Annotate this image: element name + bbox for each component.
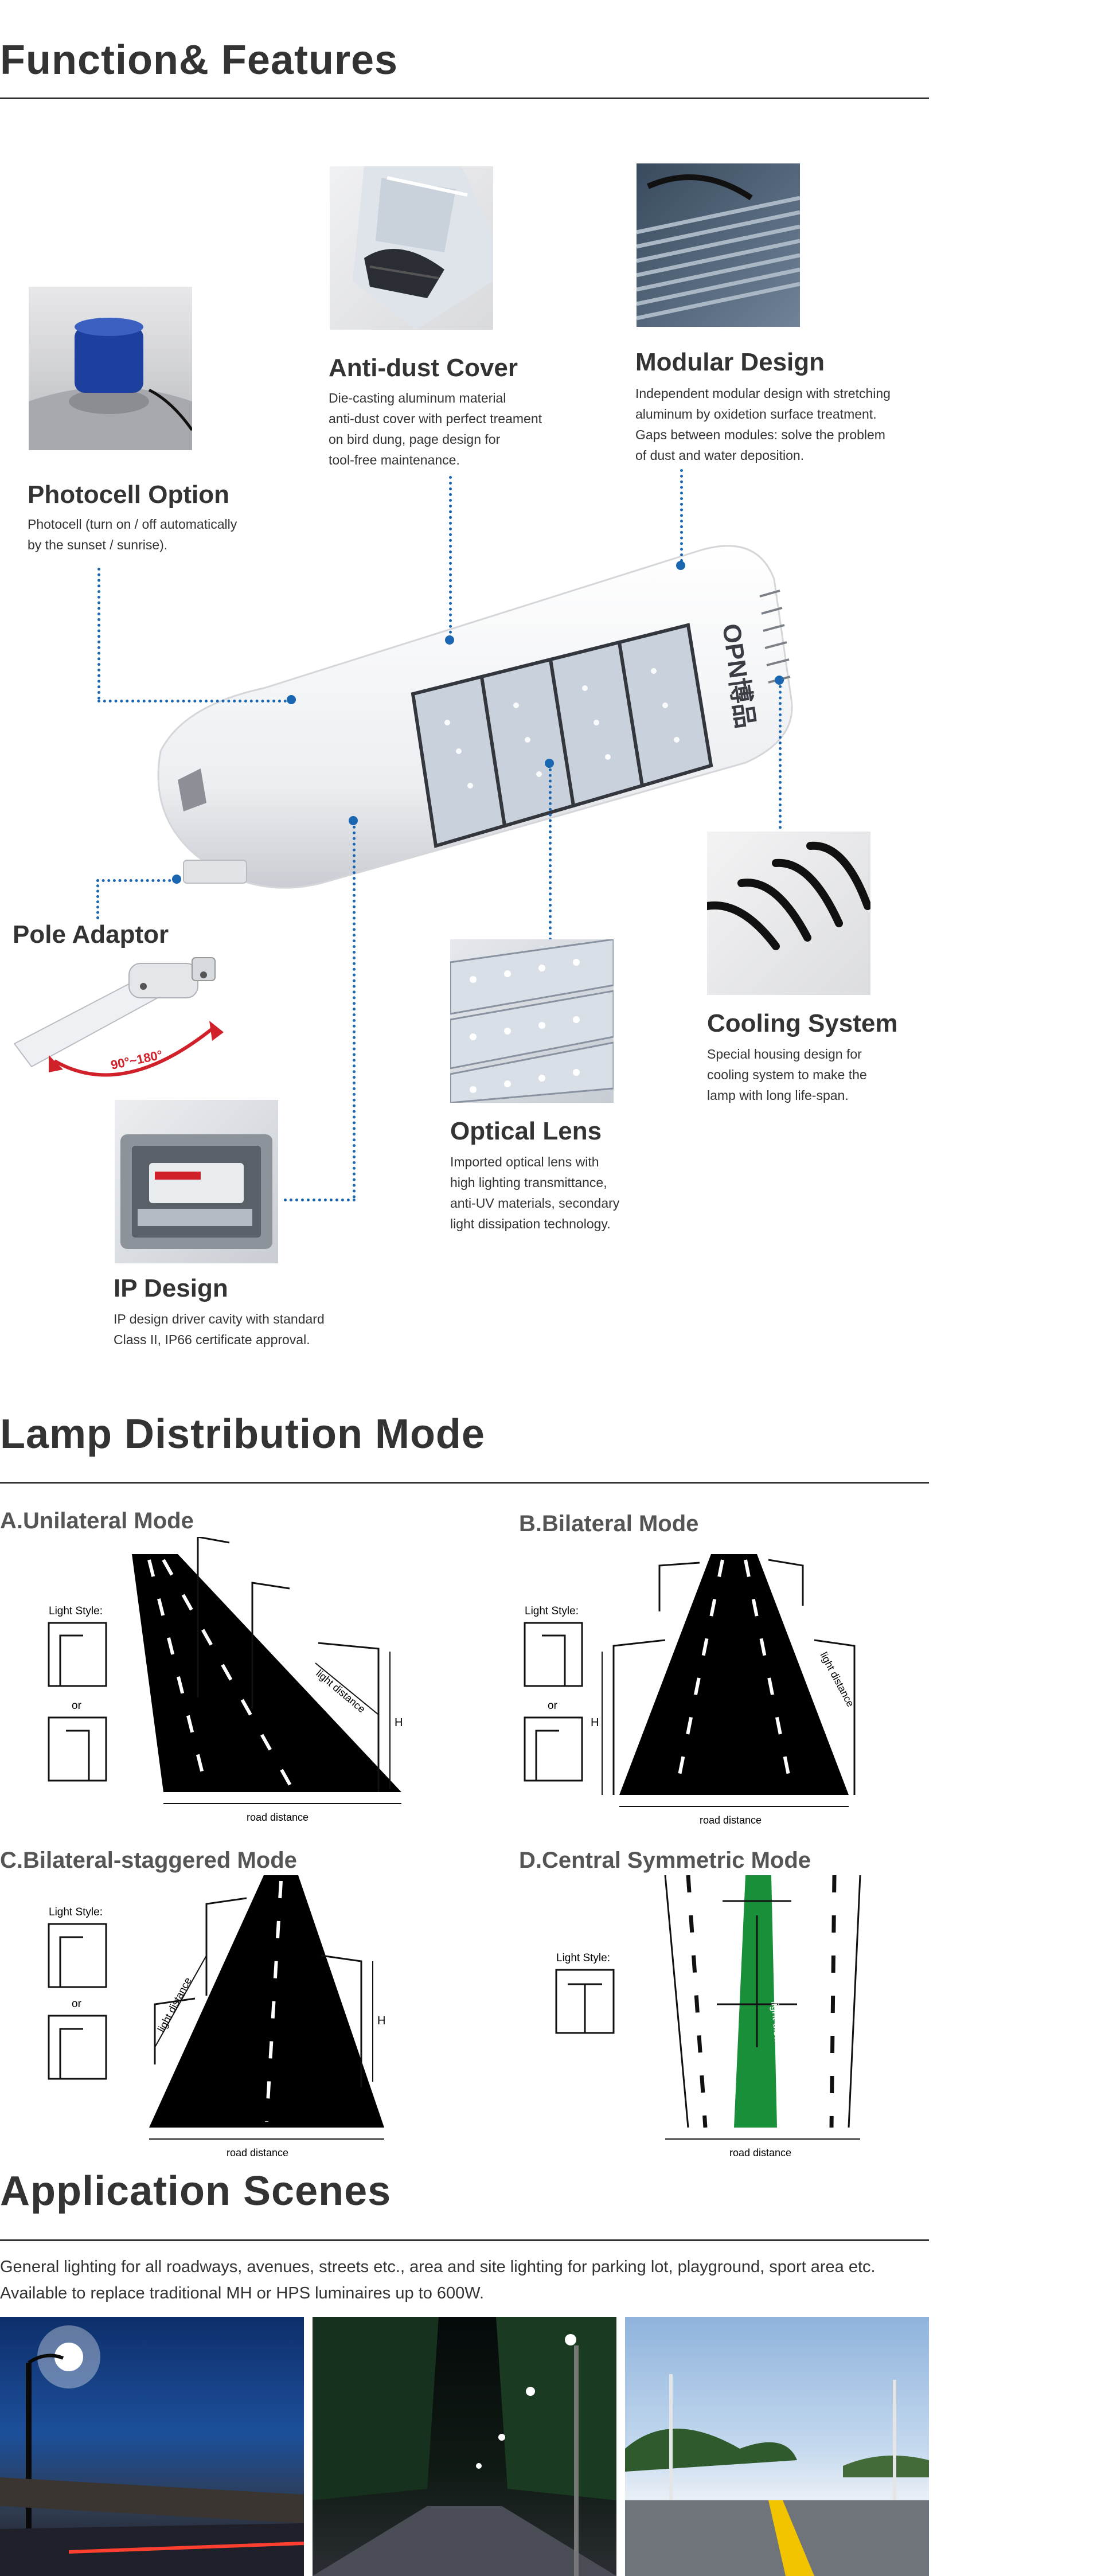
ip-connector-h [284,1199,356,1201]
svg-text:Light Style:: Light Style: [525,1605,579,1617]
mode-d-title: D.Central Symmetric Mode [519,1848,811,1873]
ip-desc: IP design driver cavity with standard Cl… [114,1312,325,1347]
mode-d-diagram: Light Style: H light distance road dista… [555,1875,861,2159]
svg-text:H: H [395,1716,403,1729]
svg-text:Light Style:: Light Style: [49,1605,103,1617]
optical-connector [549,763,552,958]
pole-connector-v [96,879,99,919]
mode-a-title: A.Unilateral Mode [0,1508,194,1533]
optical-dot [545,759,554,768]
cooling-title: Cooling System [707,1009,898,1037]
antidust-cover-icon [353,166,493,330]
scene-photo-3 [625,2317,929,2576]
svg-text:road distance: road distance [700,1814,762,1826]
svg-text:road distance: road distance [227,2147,288,2159]
ip-connector-v [353,820,356,1199]
scene-photo-1 [0,2317,304,2576]
night-street-scene [0,2325,304,2576]
distribution-title: Lamp Distribution Mode [0,1411,485,1457]
svg-text:H: H [377,2015,385,2027]
antidust-desc: Die-casting aluminum material anti-dust … [329,391,542,467]
svg-text:road distance: road distance [247,1812,309,1823]
antidust-dot [445,635,454,645]
pole-title: Pole Adaptor [13,920,169,949]
modular-title: Modular Design [635,348,825,376]
optical-desc: Imported optical lens with high lighting… [450,1154,620,1231]
mode-c-title: C.Bilateral-staggered Mode [0,1848,297,1873]
photocell-connector-h [97,700,292,702]
pole-connector-h [96,879,177,882]
photocell-connector-v [97,568,100,700]
svg-text:light distance: light distance [155,1976,194,2034]
cooling-connector [779,680,782,852]
distribution-rule [0,1482,929,1484]
svg-text:or: or [72,1700,82,1712]
photocell-dot [287,695,296,704]
antidust-title: Anti-dust Cover [329,354,518,382]
modular-photo [637,163,800,327]
svg-text:H: H [723,2058,731,2070]
svg-text:road distance: road distance [729,2147,791,2159]
driver-cavity-icon [120,1134,272,1249]
svg-text:or: or [72,1998,82,2010]
svg-text:H: H [591,1716,599,1729]
ip-title: IP Design [114,1274,228,1302]
antidust-photo [330,166,493,330]
cooling-desc: Special housing design for cooling syste… [707,1047,867,1103]
modular-connector [680,469,683,562]
mode-b-title: B.Bilateral Mode [519,1511,699,1536]
mode-c-diagram: Light Style: or H light distance road di… [48,1875,385,2159]
application-desc: General lighting for all roadways, avenu… [0,2258,876,2302]
svg-text:Light Style:: Light Style: [556,1952,610,1964]
svg-text:or: or [548,1700,558,1712]
features-title: Function& Features [0,37,399,83]
application-rule [0,2239,929,2241]
pole-dot [172,875,181,884]
photocell-photo [29,287,192,450]
modular-dot [676,561,685,570]
pole-adaptor-illustration: 90°~180° [13,957,224,1077]
mode-b-diagram: Light Style: or H light distance road di… [524,1554,856,1826]
application-title: Application Scenes [0,2168,392,2214]
optical-photo [450,939,614,1103]
svg-text:light distance: light distance [818,1650,856,1708]
optical-title: Optical Lens [450,1117,602,1145]
cooling-photo [707,832,870,995]
antidust-connector [449,476,452,639]
heatsink-icon [637,174,800,321]
scene-photo-2 [313,2317,616,2576]
photocell-icon [29,318,192,450]
ip-photo [115,1100,278,1263]
pole-angle-label: 90°~180° [110,1047,164,1072]
cooling-dot [775,676,784,685]
lens-array-icon [450,939,614,1103]
modular-desc: Independent modular design with stretchi… [635,386,891,463]
photocell-desc: Photocell (turn on / off automatically b… [28,517,237,552]
ip-dot [349,816,358,825]
daytime-road-scene [625,2374,929,2576]
tree-lined-road-scene [313,2317,616,2576]
features-rule [0,97,929,99]
cooling-fins-icon [707,841,870,950]
photocell-title: Photocell Option [28,481,229,509]
mode-a-diagram: Light Style: or H light distance road di… [48,1537,403,1823]
svg-text:Light Style:: Light Style: [49,1906,103,1918]
